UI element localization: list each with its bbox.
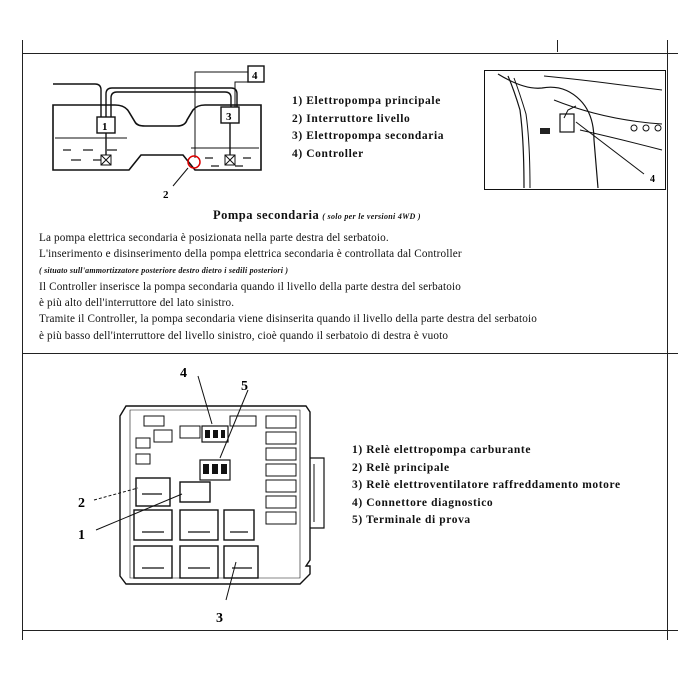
level-switch bbox=[187, 155, 201, 169]
fuel-pump-relay bbox=[179, 481, 211, 503]
paragraph-line: L'inserimento e disinserimento della pom… bbox=[39, 248, 462, 261]
top-rule bbox=[22, 53, 678, 54]
legend-item: 5) Terminale di prova bbox=[352, 514, 471, 526]
legend-item: 2) Relè principale bbox=[352, 461, 450, 474]
fan-relay bbox=[223, 545, 259, 579]
fuel-tank-diagram: 1 2 3 4 bbox=[52, 65, 265, 201]
left-rule bbox=[22, 40, 23, 640]
diagram-label-2: 2 bbox=[163, 189, 169, 201]
callout-4: 4 bbox=[180, 366, 187, 381]
legend-item: 3) Relè elettroventilatore raffreddament… bbox=[352, 479, 621, 491]
paragraph-line: Il Controller inserisce la pompa seconda… bbox=[39, 280, 461, 293]
title-text: Pompa secondaria bbox=[213, 208, 320, 222]
main-relay bbox=[135, 477, 171, 507]
controller-location-photo: 4 bbox=[484, 70, 666, 190]
pump-legend: 1) Elettropompa principale 2) Interrutto… bbox=[292, 93, 444, 163]
description-paragraph: La pompa elettrica secondaria è posizion… bbox=[39, 230, 537, 344]
bottom-rule bbox=[22, 630, 678, 631]
legend-item: 2) Interruttore livello bbox=[292, 112, 411, 125]
header-tick bbox=[557, 40, 558, 52]
title-subtitle: ( solo per le versioni 4WD ) bbox=[322, 212, 421, 221]
paragraph-line: La pompa elettrica secondaria è posizion… bbox=[39, 232, 389, 244]
legend-item: 4) Controller bbox=[292, 147, 364, 160]
paragraph-line: è più basso dell'interruttore del livell… bbox=[39, 329, 449, 342]
diagram-label-4: 4 bbox=[252, 70, 258, 82]
right-rule bbox=[667, 40, 668, 640]
callout-1: 1 bbox=[78, 528, 85, 543]
legend-item: 1) Relè elettropompa carburante bbox=[352, 444, 532, 456]
section-title: Pompa secondaria( solo per le versioni 4… bbox=[213, 208, 421, 223]
callout-3: 3 bbox=[216, 611, 223, 626]
diagram-label-3: 3 bbox=[226, 111, 232, 123]
controller-box bbox=[247, 65, 265, 83]
diagram-label-1: 1 bbox=[102, 121, 108, 133]
callout-5: 5 bbox=[241, 379, 248, 394]
legend-item: 4) Connettore diagnostico bbox=[352, 496, 494, 509]
relay-legend: 1) Relè elettropompa carburante 2) Relè … bbox=[352, 442, 621, 530]
legend-item: 1) Elettropompa principale bbox=[292, 95, 441, 107]
tank-outline bbox=[52, 104, 262, 171]
relay-box-diagram: 4 5 2 1 3 bbox=[78, 366, 325, 626]
middle-rule bbox=[22, 353, 678, 354]
legend-item: 3) Elettropompa secondaria bbox=[292, 130, 445, 142]
paragraph-line: è più alto dell'interruttore del lato si… bbox=[39, 297, 235, 310]
relay-box-outline bbox=[119, 405, 311, 585]
paragraph-line: Tramite il Controller, la pompa secondar… bbox=[39, 313, 537, 326]
paragraph-note: ( situato sull'ammortizzatore posteriore… bbox=[39, 265, 289, 275]
callout-2: 2 bbox=[78, 496, 85, 511]
photo-label-4: 4 bbox=[650, 174, 655, 185]
